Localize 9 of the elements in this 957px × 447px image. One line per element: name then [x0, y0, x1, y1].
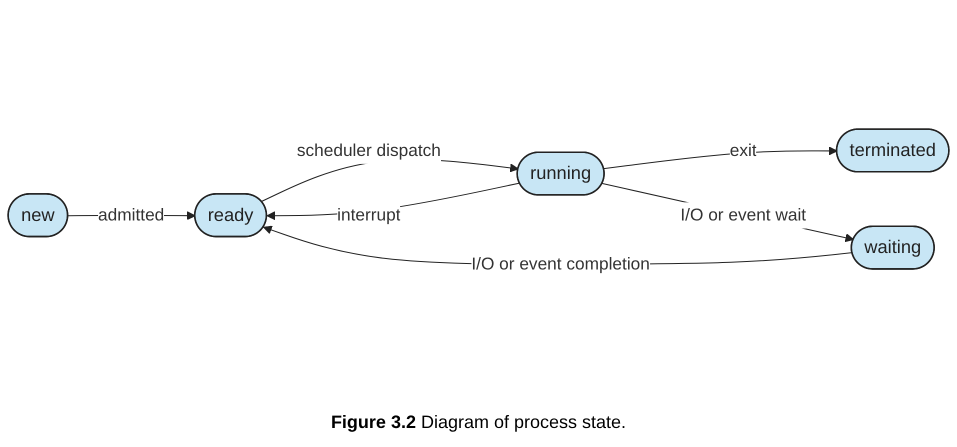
arrow: [604, 146, 838, 170]
edge-label: I/O or event wait: [680, 205, 806, 224]
arrow: [602, 182, 854, 242]
edge-label: I/O or event completion: [471, 254, 650, 274]
edge-label: interrupt: [337, 205, 401, 224]
edge-label: exit: [730, 140, 757, 160]
figure-caption: Figure 3.2 Diagram of process state.: [330, 412, 626, 433]
edge-label: scheduler dispatch: [296, 140, 441, 160]
edge-label: admitted: [98, 205, 164, 224]
